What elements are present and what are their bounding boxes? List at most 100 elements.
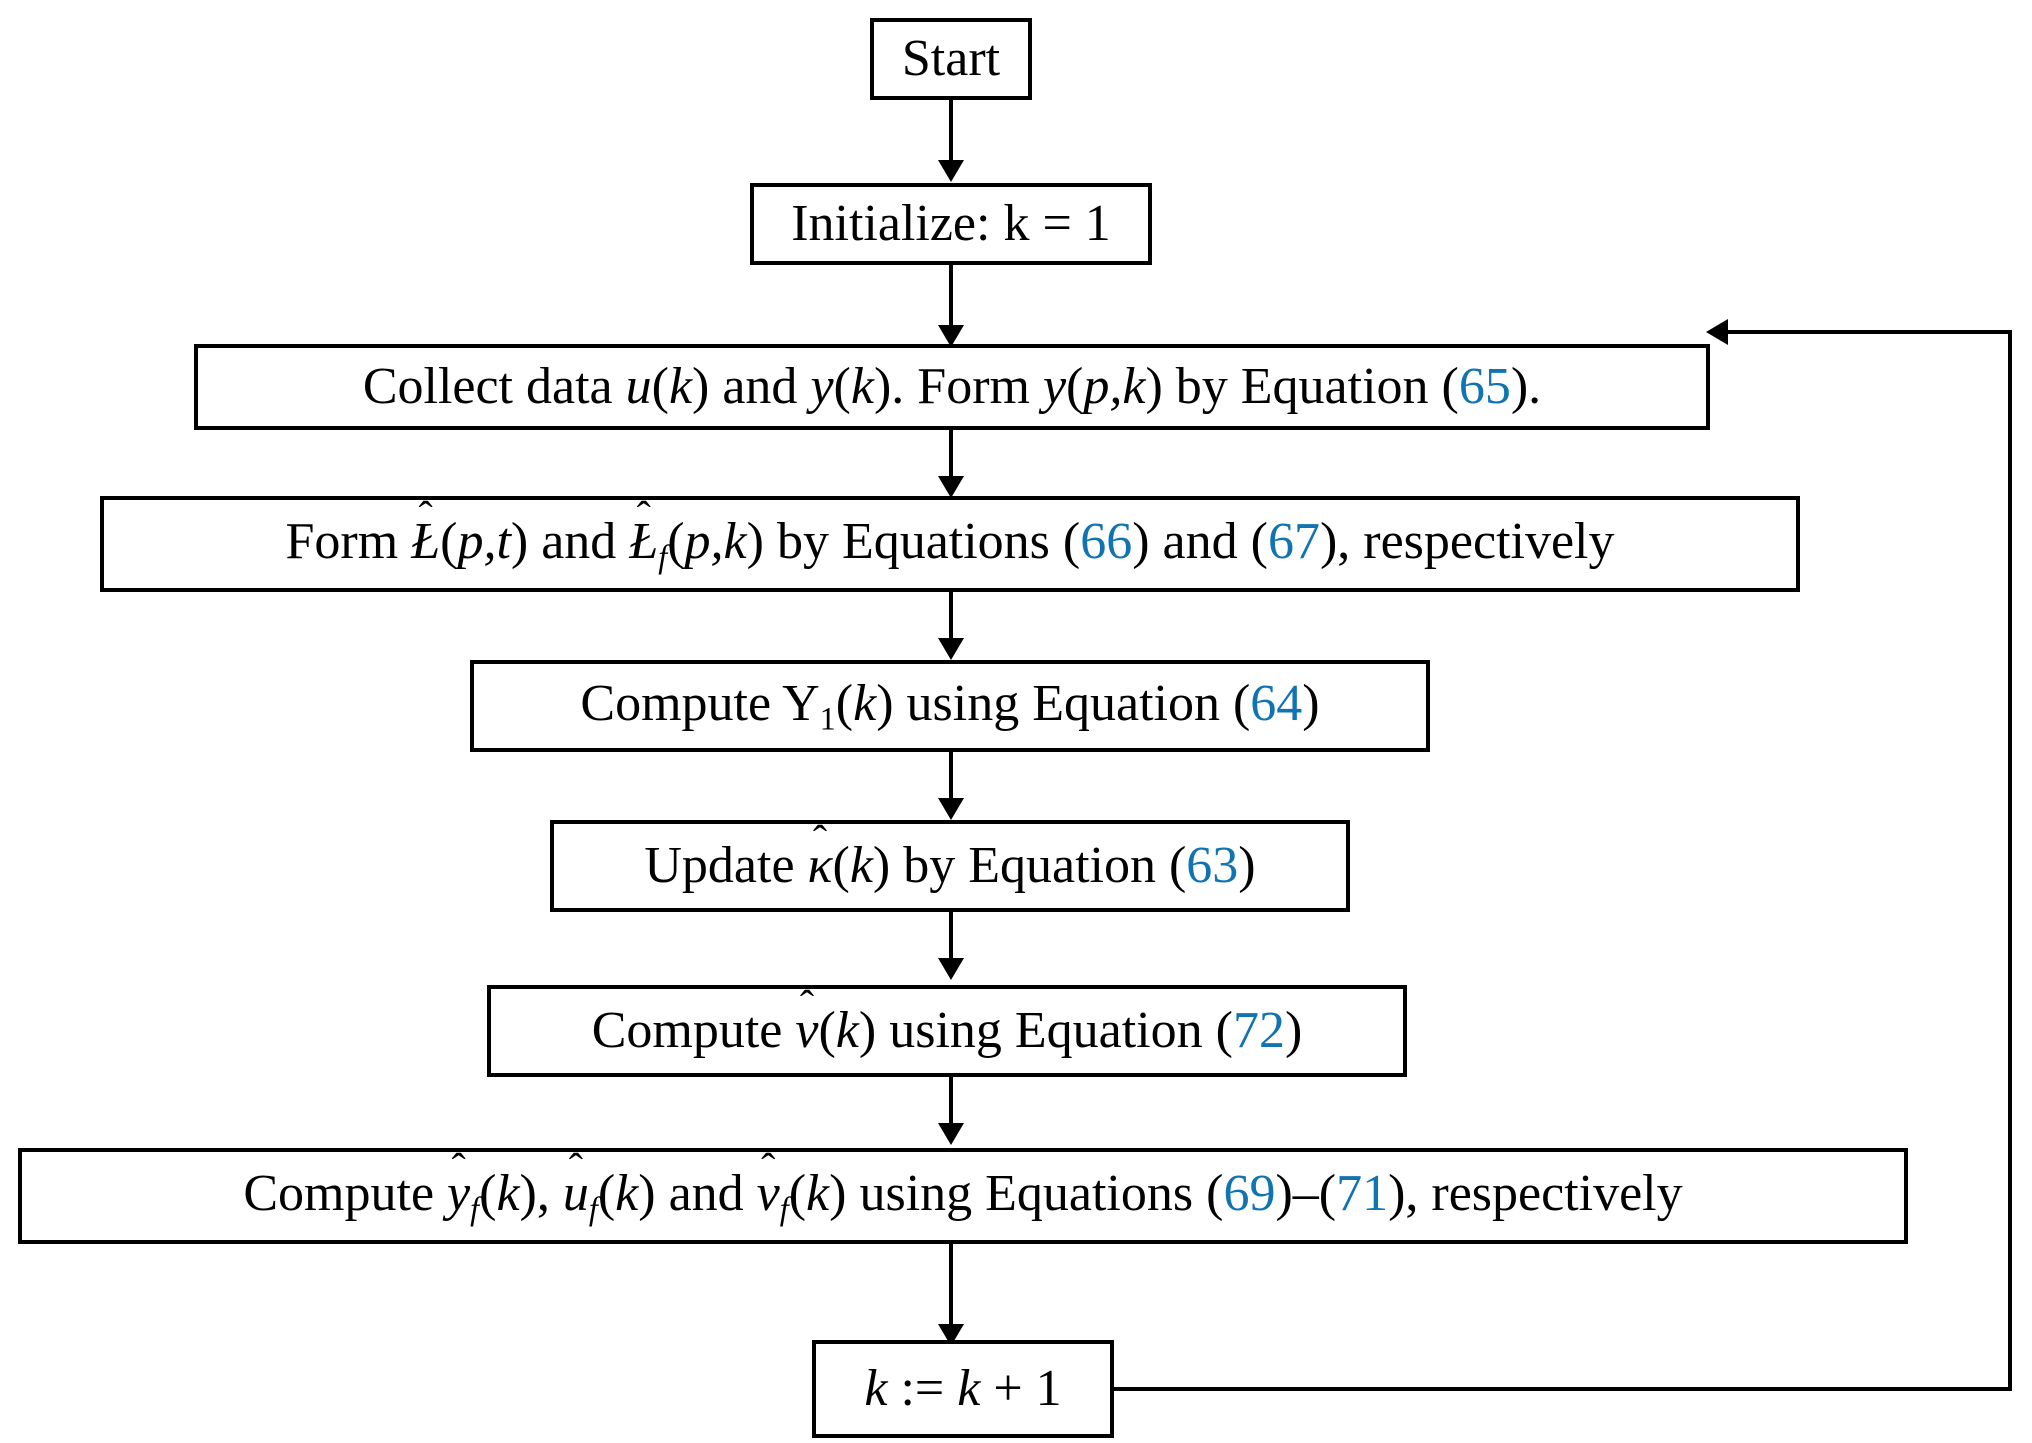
kappa-glyph: κ	[807, 837, 833, 894]
kappa-var-k: k	[849, 837, 873, 894]
form-var-p1: p	[457, 512, 484, 570]
form-text-7: ) by Equations (	[746, 512, 1081, 570]
y1-subscript: 1	[819, 700, 836, 737]
hat-accent-icon-4: ˆ	[799, 981, 815, 1029]
inc-var-k2: k	[957, 1360, 981, 1417]
feedback-edge-top-segment	[1728, 330, 2012, 334]
filt-text-2: (	[479, 1164, 497, 1222]
collect-text-6: (	[1066, 358, 1084, 415]
y1-text-3: ) using Equation (	[876, 674, 1251, 732]
feedback-edge-right-segment	[2008, 330, 2012, 1389]
edge-form-to-computey1	[949, 592, 953, 640]
node-increment-k-label: k := k + 1	[850, 1363, 1075, 1415]
collect-text-4: (	[833, 358, 851, 415]
v-text-1: Compute	[591, 1002, 796, 1059]
node-collect-data-label: Collect data u(k) and y(k). Form y(p,k) …	[349, 361, 1555, 413]
collect-text-7: ,	[1109, 358, 1123, 415]
collect-var-k2: k	[850, 358, 874, 415]
filt-text-9: ), respectively	[1388, 1164, 1683, 1222]
node-compute-y1-label: Compute Y1(k) using Equation (64)	[566, 674, 1333, 737]
filt-text-1: Compute	[243, 1164, 448, 1222]
script-l-glyph-1: Ł	[411, 512, 441, 570]
collect-var-u: u	[625, 358, 652, 415]
feedback-edge-bottom-segment	[1114, 1387, 2012, 1391]
edge-start-to-initialize	[949, 100, 953, 162]
edge-collect-to-form-arrowhead	[938, 476, 964, 498]
edge-computev-to-filtered-arrowhead	[938, 1123, 964, 1145]
equation-ref-72[interactable]: 72	[1232, 1002, 1285, 1059]
collect-text-3: ) and	[692, 358, 811, 415]
edge-initialize-to-collect	[949, 265, 953, 327]
edge-collect-to-form	[949, 430, 953, 478]
collect-var-y: y	[810, 358, 834, 415]
edge-computey1-to-kappa-arrowhead	[938, 798, 964, 820]
form-text-6: ,	[710, 512, 724, 570]
v-glyph: v	[795, 1002, 819, 1059]
collect-var-p: p	[1083, 358, 1110, 415]
equation-ref-63[interactable]: 63	[1186, 837, 1239, 894]
equation-ref-65[interactable]: 65	[1458, 358, 1511, 415]
hat-accent-icon-5: ˆ	[451, 1144, 466, 1192]
form-text-1: Form	[285, 512, 412, 570]
collect-text-2: (	[651, 358, 669, 415]
filt-sub-yf: f	[470, 1190, 480, 1227]
feedback-edge-arrowhead	[1706, 319, 1728, 345]
filt-text-5: ) and	[638, 1164, 757, 1222]
filt-sub-vf: f	[779, 1190, 789, 1227]
equation-ref-67[interactable]: 67	[1267, 512, 1320, 570]
node-initialize-label: Initialize: k = 1	[791, 195, 1111, 252]
node-start-label: Start	[901, 30, 1001, 87]
hat-accent-icon-3: ˆ	[812, 816, 828, 864]
edge-kappa-to-computev-arrowhead	[938, 958, 964, 980]
form-text-8: ) and (	[1132, 512, 1268, 570]
collect-var-k3: k	[1122, 358, 1146, 415]
hat-accent-icon-7: ˆ	[761, 1144, 776, 1192]
v-text-3: ) using Equation (	[858, 1002, 1233, 1059]
collect-text-5: ). Form	[873, 358, 1043, 415]
edge-initialize-to-collect-arrowhead	[938, 325, 964, 347]
node-collect-data[interactable]: Collect data u(k) and y(k). Form y(p,k) …	[194, 344, 1710, 430]
edge-form-to-computey1-arrowhead	[938, 638, 964, 660]
equation-ref-69[interactable]: 69	[1223, 1164, 1276, 1222]
equation-ref-64[interactable]: 64	[1250, 674, 1303, 732]
filt-text-6: (	[788, 1164, 807, 1222]
u-glyph: u	[562, 1164, 589, 1222]
edge-computev-to-filtered	[949, 1077, 953, 1125]
form-var-k1: k	[723, 512, 747, 570]
node-increment-k[interactable]: k := k + 1	[812, 1340, 1114, 1438]
equation-ref-66[interactable]: 66	[1080, 512, 1133, 570]
hat-accent-icon-6: ˆ	[568, 1144, 583, 1192]
kappa-text-1: Update	[644, 837, 808, 894]
node-initialize[interactable]: Initialize: k = 1	[750, 183, 1152, 265]
node-compute-y1[interactable]: Compute Y1(k) using Equation (64)	[470, 660, 1430, 752]
collect-text-9: ).	[1510, 358, 1542, 415]
node-start[interactable]: Start	[870, 18, 1032, 100]
form-text-2: (	[440, 512, 458, 570]
y1-text-1: Compute Y	[580, 674, 820, 732]
hat-accent-icon: ˆ	[418, 492, 433, 540]
y1-text-2: (	[835, 674, 854, 732]
collect-text-8: ) by Equation (	[1145, 358, 1459, 415]
form-text-3: ,	[483, 512, 497, 570]
equation-ref-71[interactable]: 71	[1336, 1164, 1389, 1222]
edge-kappa-to-computev	[949, 912, 953, 960]
kappa-text-3: ) by Equation (	[872, 837, 1187, 894]
script-l-glyph-2: Ł	[629, 512, 659, 570]
filt-text-8: )–(	[1275, 1164, 1337, 1222]
filt-text-7: ) using Equations (	[829, 1164, 1224, 1222]
kappa-text-2: (	[832, 837, 850, 894]
hat-accent-icon-2: ˆ	[636, 492, 651, 540]
v-text-2: (	[818, 1002, 836, 1059]
form-text-4: ) and	[510, 512, 630, 570]
edge-start-to-initialize-arrowhead	[938, 160, 964, 182]
